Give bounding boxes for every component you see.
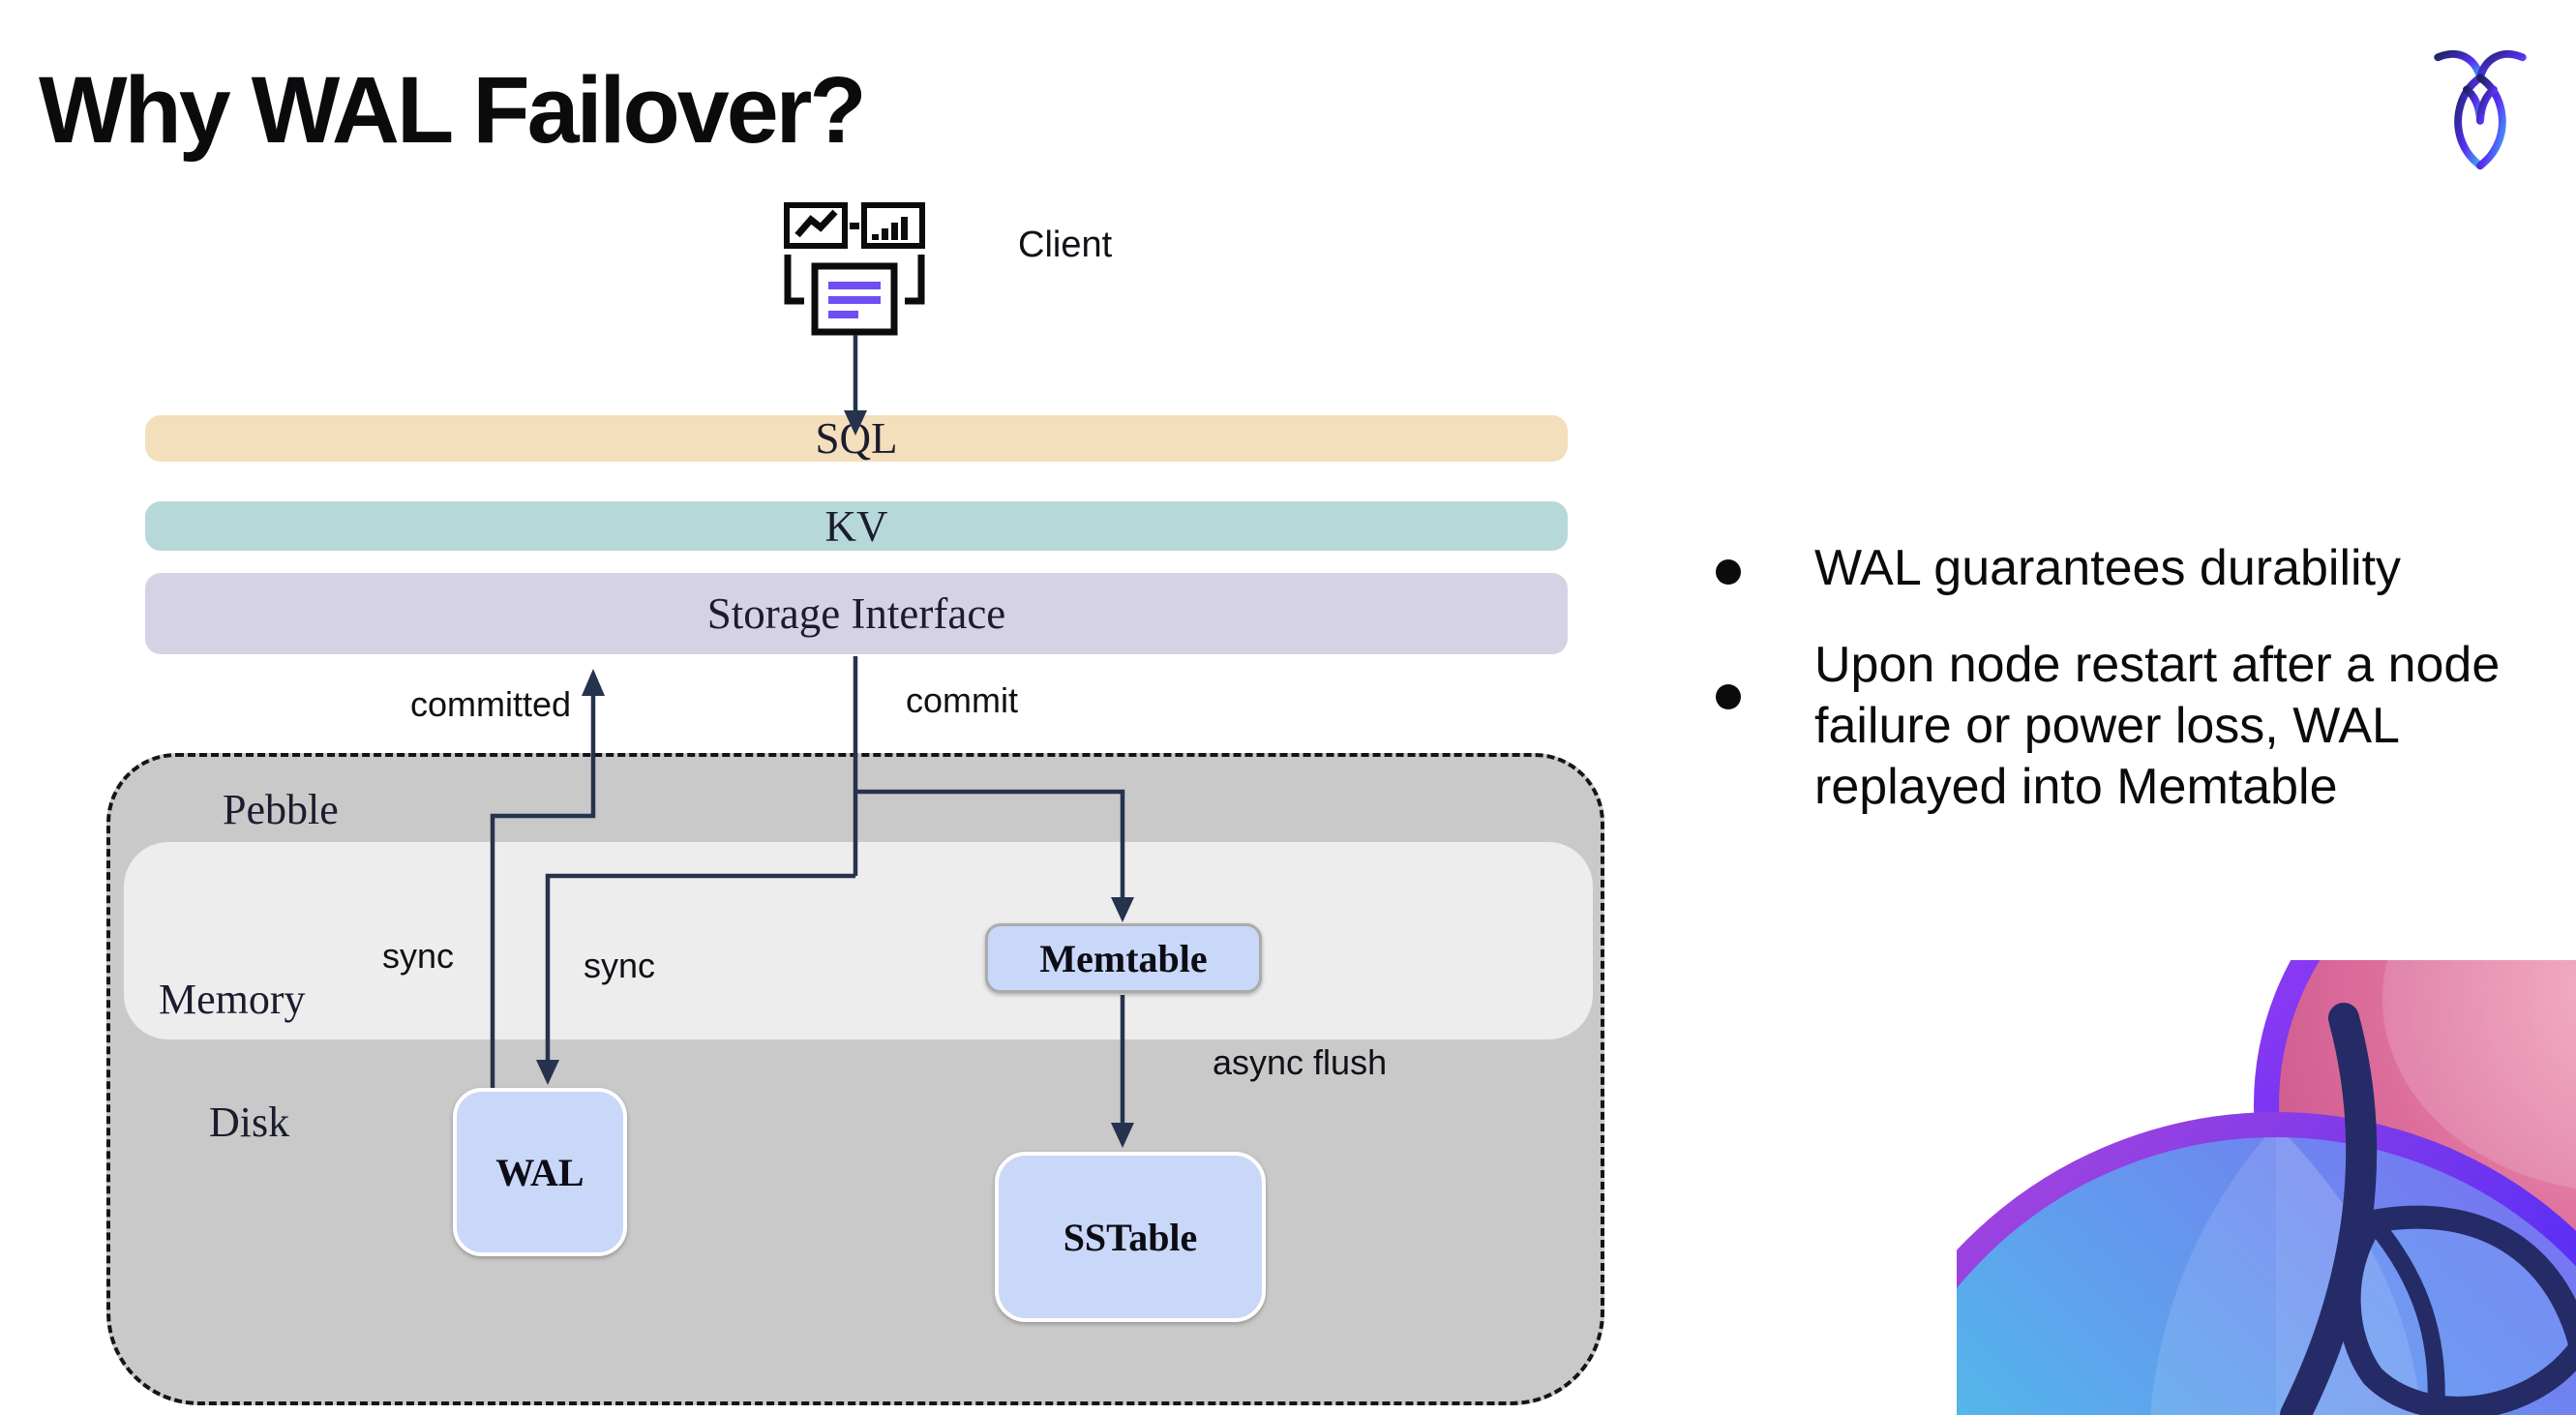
- kv-label: KV: [824, 501, 888, 551]
- memtable-label: Memtable: [1039, 936, 1208, 980]
- wal-box: WAL: [453, 1088, 627, 1256]
- cockroachdb-logo-icon: [2434, 49, 2527, 170]
- bullet-dot: [1716, 559, 1741, 585]
- memory-band: [124, 842, 1593, 1039]
- pebble-label: Pebble: [223, 786, 339, 833]
- async-flush-edge-label: async flush: [1213, 1042, 1388, 1082]
- sync-commit-edge-label: sync: [584, 946, 656, 985]
- layer-bar-kv: KV: [145, 501, 1568, 551]
- sync-wal-edge-label: sync: [382, 936, 455, 976]
- bullet-item: Upon node restart after a node failure o…: [1814, 637, 2501, 815]
- committed-edge-label: committed: [410, 684, 572, 724]
- commit-edge-label: commit: [906, 680, 1018, 720]
- disk-label: Disk: [209, 1099, 290, 1146]
- wal-label: WAL: [495, 1150, 584, 1194]
- client-apps-icon: [784, 202, 925, 336]
- sstable-label: SSTable: [1063, 1215, 1198, 1259]
- memory-label: Memory: [159, 976, 306, 1023]
- sstable-box: SSTable: [995, 1152, 1266, 1322]
- bullet-item: WAL guarantees durability: [1814, 540, 2402, 596]
- memtable-box: Memtable: [985, 923, 1262, 993]
- cockroachdb-brand-art-icon: [1957, 960, 2576, 1415]
- sql-label: SQL: [815, 414, 898, 463]
- client-label: Client: [1018, 225, 1113, 265]
- page-title: Why WAL Failover?: [39, 57, 867, 163]
- brand-artwork: [1957, 960, 2576, 1415]
- bullet-dot: [1716, 684, 1741, 709]
- layer-bar-storage-interface: Storage Interface: [145, 573, 1568, 654]
- storage-interface-label: Storage Interface: [706, 589, 1006, 638]
- layer-bar-sql: SQL: [145, 414, 1568, 463]
